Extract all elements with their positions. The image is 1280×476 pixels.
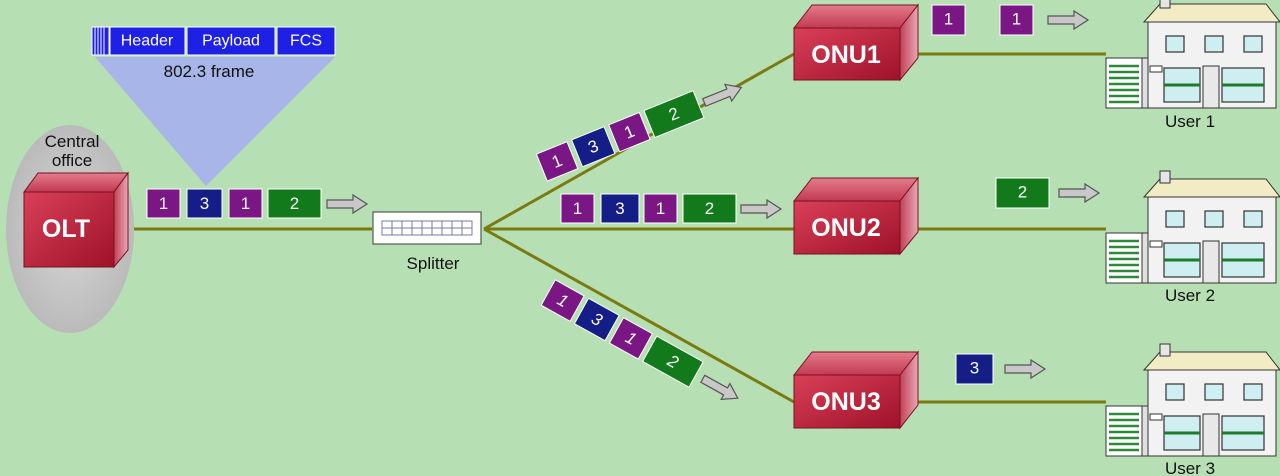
onu1-label: ONU1 — [811, 41, 881, 69]
user3-house-icon — [1104, 342, 1280, 458]
central-office: Central office OLT — [6, 125, 134, 333]
olt-stream-packet — [267, 188, 322, 219]
user3-delivered: 3 — [955, 353, 1046, 385]
olt-stream-packet — [228, 188, 263, 219]
olt-stream-packet-label: 2 — [290, 194, 299, 213]
user2-house-icon — [1104, 169, 1280, 285]
fiber-splitter-onu3 — [483, 227, 795, 404]
olt-stream-packet — [186, 188, 223, 219]
onu2-box[interactable]: ONU2 — [792, 176, 920, 256]
frame-cone — [95, 57, 335, 186]
user1-delivered: 1 1 — [931, 4, 1089, 36]
onu2-label: ONU2 — [811, 214, 880, 242]
frame-field-fcs-label: FCS — [290, 33, 322, 50]
frame-field-fcs — [276, 26, 336, 56]
direction-arrow-icon — [1047, 10, 1089, 30]
branch-onu2-packet — [560, 193, 595, 224]
branch-onu2-packet — [643, 193, 678, 224]
user3-packet — [955, 353, 994, 385]
branch-onu2-packet-label: 1 — [656, 199, 665, 218]
frame-field-header-label: Header — [121, 33, 174, 50]
branch-onu3-packet — [573, 297, 620, 342]
central-office-label-1: Central — [45, 132, 100, 151]
direction-arrow-icon — [697, 370, 743, 407]
olt-box[interactable]: OLT — [23, 171, 129, 269]
direction-arrow-icon — [326, 194, 368, 214]
splitter-label: Splitter — [407, 254, 460, 273]
olt-stream-packet-label: 3 — [200, 194, 209, 213]
user1-label: User 1 — [1165, 112, 1215, 131]
frame-field-header — [109, 26, 186, 56]
user1-house-icon — [1104, 0, 1280, 110]
branch-onu2-packet — [600, 193, 640, 224]
onu3-label: ONU3 — [811, 388, 880, 416]
branch-onu2-packet — [682, 193, 737, 224]
frame-caption: 802.3 frame — [164, 62, 255, 81]
direction-arrow-icon — [1004, 359, 1046, 379]
branch-onu1-packet — [535, 141, 579, 182]
olt-stream-packet — [146, 188, 181, 219]
olt-stream-packet-label: 1 — [241, 194, 250, 213]
olt-label: OLT — [42, 215, 90, 243]
branch-onu2-packet-label: 1 — [573, 199, 582, 218]
user1-packet — [999, 4, 1034, 36]
branch-onu2-packet-label: 3 — [615, 199, 624, 218]
branch-onu3-packet — [608, 317, 654, 360]
direction-arrow-icon — [1058, 183, 1100, 203]
user2-packet-label: 2 — [1018, 183, 1027, 202]
branch-onu2-stream: 1 3 1 2 — [560, 193, 782, 224]
branch-onu3-stream: 1 3 1 2 — [540, 279, 743, 407]
user1-packet-label: 1 — [944, 10, 953, 29]
central-office-label-2: office — [52, 151, 92, 170]
branch-onu1-packet — [570, 126, 616, 168]
olt-stream: 1 3 1 2 — [146, 188, 368, 219]
user3-label: User 3 — [1165, 459, 1215, 476]
user2-delivered: 2 — [995, 177, 1100, 209]
branch-onu1-packet — [608, 111, 651, 153]
branch-onu1-packet — [643, 90, 705, 139]
user1-packet-label: 1 — [1012, 10, 1021, 29]
branch-onu3-packet — [540, 279, 585, 322]
splitter[interactable]: Splitter — [372, 211, 482, 273]
olt-stream-packet-label: 1 — [159, 194, 168, 213]
branch-onu2-packet-label: 2 — [705, 199, 714, 218]
user1-packet — [931, 4, 966, 36]
branch-onu1-stream: 1 3 1 2 — [535, 78, 746, 182]
onu1-box[interactable]: ONU1 — [792, 3, 920, 82]
branch-onu3-packet — [641, 335, 704, 388]
user2-label: User 2 — [1165, 286, 1215, 305]
direction-arrow-icon — [740, 199, 782, 219]
frame-breakout: Header Payload FCS 802.3 frame — [91, 26, 336, 186]
frame-field-payload-label: Payload — [202, 33, 260, 50]
user3-packet-label: 3 — [970, 359, 979, 378]
user2-packet — [995, 177, 1050, 209]
fiber-lines — [124, 52, 1106, 404]
frame-field-payload — [186, 26, 276, 56]
onu3-box[interactable]: ONU3 — [792, 350, 920, 430]
